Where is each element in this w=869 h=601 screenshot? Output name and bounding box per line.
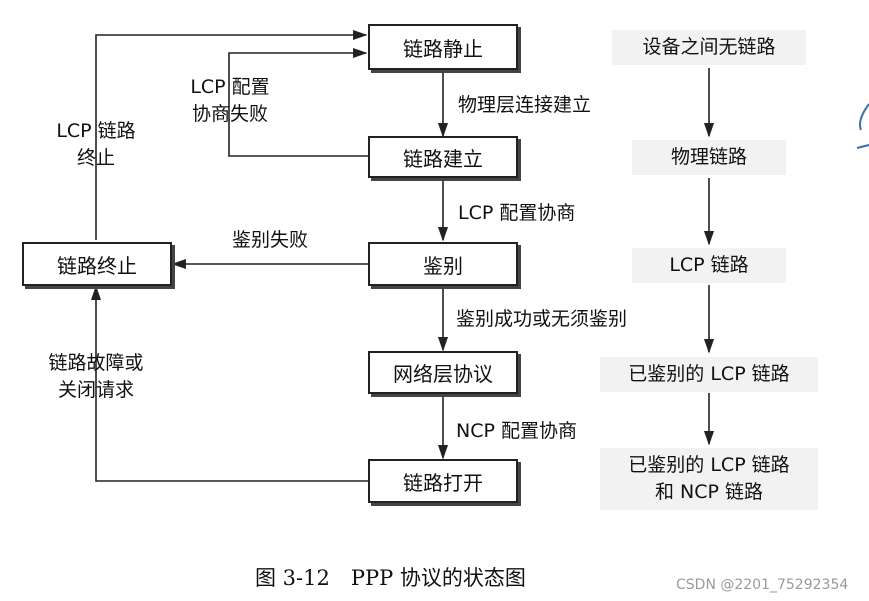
state-label: 链路静止 — [403, 36, 483, 61]
link-state-lcp: LCP 链路 — [632, 248, 786, 283]
link-state-auth-lcp-ncp: 已鉴别的 LCP 链路 和 NCP 链路 — [600, 448, 818, 510]
state-box-link-terminate: 链路终止 — [22, 242, 172, 286]
state-box-authenticate: 鉴别 — [368, 242, 518, 286]
label-link-fault: 链路故障或 关闭请求 — [28, 350, 164, 404]
state-label: 链路建立 — [403, 146, 483, 171]
label-line: 链路故障或 — [48, 352, 144, 374]
label-lcp-negotiate: LCP 配置协商 — [458, 202, 576, 224]
label-line: LCP 配置 — [190, 76, 270, 98]
arrow-terminate-to-dead — [95, 29, 368, 240]
state-box-network-protocol: 网络层协议 — [368, 351, 518, 394]
state-box-link-establish: 链路建立 — [368, 136, 518, 178]
label-auth-fail: 鉴别失败 — [232, 229, 309, 251]
state-label: 链路打开 — [403, 470, 483, 495]
label-line: 已鉴别的 LCP 链路 — [628, 454, 790, 476]
label-line: 终止 — [76, 147, 115, 169]
arrow-open-to-terminate — [90, 285, 368, 482]
state-box-link-dead: 链路静止 — [368, 24, 518, 70]
label-line: LCP 链路 — [56, 120, 136, 142]
state-label: 网络层协议 — [393, 362, 493, 386]
watermark: CSDN @2201_75292354 — [676, 577, 849, 593]
label-ncp-negotiate: NCP 配置协商 — [456, 420, 577, 442]
label-lcp-terminate: LCP 链路 终止 — [42, 118, 150, 172]
label-auth-ok: 鉴别成功或无须鉴别 — [456, 308, 628, 330]
link-state-auth-lcp: 已鉴别的 LCP 链路 — [600, 357, 818, 392]
figure-caption: 图 3-12 PPP 协议的状态图 — [255, 566, 526, 590]
link-state-no-link: 设备之间无链路 — [612, 30, 806, 65]
link-state-physical: 物理链路 — [632, 140, 786, 175]
label-line: 和 NCP 链路 — [654, 481, 764, 503]
label-line: 关闭请求 — [57, 379, 134, 401]
arrow-lcp-fail-loop — [228, 47, 368, 157]
state-label: 链路终止 — [57, 253, 137, 278]
label-physical-up: 物理层连接建立 — [458, 94, 592, 116]
label-line: 协商失败 — [191, 103, 268, 125]
label-lcp-fail: LCP 配置 协商失败 — [178, 74, 282, 128]
state-box-link-open: 链路打开 — [368, 459, 518, 503]
state-label: 鉴别 — [423, 253, 463, 278]
edge-mark — [856, 103, 869, 149]
